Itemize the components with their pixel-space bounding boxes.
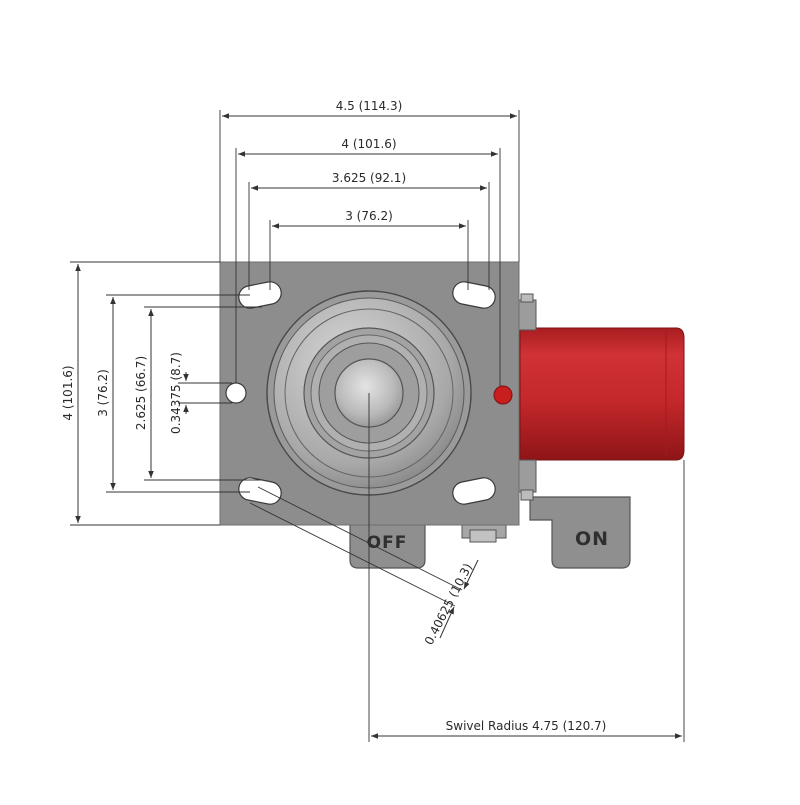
dim-overall-width-label: 4.5 (114.3) [336,99,403,113]
dim-plate-height-label: 4 (101.6) [61,365,75,420]
dim-bolt-spread-mid-label: 3.625 (92.1) [332,171,406,185]
brake-pedal-off: OFF [349,519,426,569]
fork-hardware [461,293,537,543]
dim-swivel-radius: Swivel Radius 4.75 (120.7) [368,393,685,742]
brake-on-label: ON [575,528,609,550]
dim-bolt-spread-mid: 3.625 (92.1) [248,171,490,290]
slot-bottom-left [238,477,282,505]
brake-pedal-on: ON [529,496,631,569]
dim-bolt-height-outer: 3 (76.2) [96,294,250,493]
dim-bolt-height-inner-label: 2.625 (66.7) [134,356,148,430]
mounting-slots [225,281,496,505]
dim-hole-offset: 0.34375 (8.7) [169,352,232,434]
slot-bottom-right [452,477,496,505]
dim-bolt-spread-inner-label: 3 (76.2) [345,209,393,223]
dim-overall-width: 4.5 (114.3) [219,99,520,262]
brake-off-label: OFF [367,533,408,553]
dim-swivel-radius-label: Swivel Radius 4.75 (120.7) [446,719,607,733]
dim-hole-offset-label: 0.34375 (8.7) [169,352,183,434]
wheel [519,327,685,461]
dim-plate-height: 4 (101.6) [61,261,220,526]
dim-bolt-height-inner: 2.625 (66.7) [134,306,262,481]
dim-bolt-height-outer-label: 3 (76.2) [96,369,110,417]
slot-top-right [452,281,496,309]
hole-left [225,382,247,404]
dim-bolt-spread-outer-label: 4 (101.6) [341,137,396,151]
dim-bolt-spread-inner: 3 (76.2) [269,209,469,290]
dim-bolt-spread-outer: 4 (101.6) [235,137,501,386]
red-marker [493,385,513,405]
